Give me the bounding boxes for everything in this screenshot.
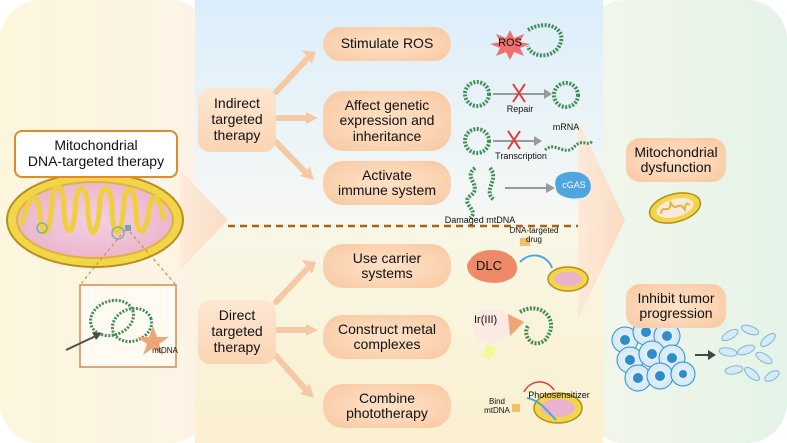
metal-mtdna-icon <box>518 306 553 346</box>
cgas-label: cGAS <box>562 180 586 190</box>
dysfunction-mitochondrion-icon <box>648 192 702 224</box>
damaged-mtdna-icon-2 <box>463 127 491 155</box>
damaged-mtdna-text: Damaged mtDNA <box>444 215 516 225</box>
direct-therapy-label: Direct targeted therapy <box>198 300 276 364</box>
mechanism-stimulate-ros: Stimulate ROS <box>323 27 451 61</box>
cgas-protein-icon <box>555 171 591 199</box>
target-mitochondrion-matrix <box>554 272 582 286</box>
indirect-therapy-label: Indirect targeted therapy <box>198 88 276 152</box>
block-x-icon-1 <box>512 83 526 103</box>
mtdna-star-icon <box>137 326 169 355</box>
damaged-mtdna-icon-1 <box>463 80 491 108</box>
mechanism-carrier-systems: Use carrier systems <box>323 244 451 288</box>
metal-complex-icon <box>472 309 512 343</box>
repair-arrowhead <box>544 89 552 99</box>
mtdna-label: mtDNA <box>152 346 178 355</box>
mitochondrion-icon <box>6 172 184 268</box>
photosensitizer-block-icon <box>512 404 520 412</box>
ros-label: ROS <box>498 37 522 49</box>
mechanism-metal-complexes: Construct metal complexes <box>323 315 451 359</box>
dlc-label: DLC <box>475 258 502 273</box>
arrow-middle-to-right <box>578 120 625 320</box>
mrna-strand-icon <box>543 139 594 152</box>
ros-mtdna-icon <box>526 23 564 58</box>
main-title: Mitochondrial DNA-targeted therapy <box>14 130 178 178</box>
photo-delivery-arrow <box>526 397 557 421</box>
repaired-mtdna-icon <box>552 81 580 109</box>
mechanism-affect-expression: Affect genetic expression and inheritanc… <box>323 91 451 151</box>
transcription-label: Transcription <box>489 146 553 164</box>
outcome-inhibit-tumor: Inhibit tumor progression <box>626 284 726 328</box>
dna-targeted-drug-label: DNA-targeted drug <box>509 226 559 244</box>
photosensitizer-label: Photosensitizer <box>526 385 592 403</box>
outcome-mitochondrial-dysfunction: Mitochondrial dysfunction <box>626 138 726 182</box>
damaged-fragment-icon <box>465 166 477 220</box>
drug-block-icon <box>520 238 530 246</box>
light-beam-icon <box>481 343 497 361</box>
mrna-text: mRNA <box>552 122 580 132</box>
photosensitizer-link <box>523 381 555 393</box>
transcription-arrowhead <box>534 136 542 146</box>
mechanism-phototherapy: Combine phototherapy <box>323 384 451 428</box>
repair-text: Repair <box>506 104 534 114</box>
branch-arrowheads <box>300 50 318 398</box>
indirect-branch-arrows <box>273 55 311 395</box>
mrna-label: mRNA <box>546 117 586 135</box>
repair-label: Repair <box>500 99 540 117</box>
damaged-mtdna-label: Damaged mtDNA <box>440 210 520 228</box>
ros-burst-icon <box>490 30 530 60</box>
tumor-arrowhead <box>708 350 716 360</box>
mtdna-inset <box>79 284 177 368</box>
pointer-arrowhead <box>92 332 102 340</box>
bind-mtdna-label: Bind mtDNA <box>484 397 510 415</box>
transcription-text: Transcription <box>495 151 547 161</box>
cgas-arrowhead <box>546 183 555 193</box>
dying-cells-icon <box>718 324 780 382</box>
ir-complex-label: Ir(III) <box>474 314 498 326</box>
photosensitizer-text: Photosensitizer <box>528 390 590 400</box>
mtdna-loops <box>89 298 154 344</box>
delivery-arrow <box>519 254 553 269</box>
block-x-icon-2 <box>507 130 521 150</box>
ligand-icon <box>508 314 524 336</box>
arrow-left-to-middle <box>180 170 228 270</box>
mechanism-activate-immune: Activate immune system <box>323 161 451 205</box>
dlc-carrier-icon <box>467 250 517 283</box>
damaged-fragment-icon-2 <box>487 166 496 202</box>
